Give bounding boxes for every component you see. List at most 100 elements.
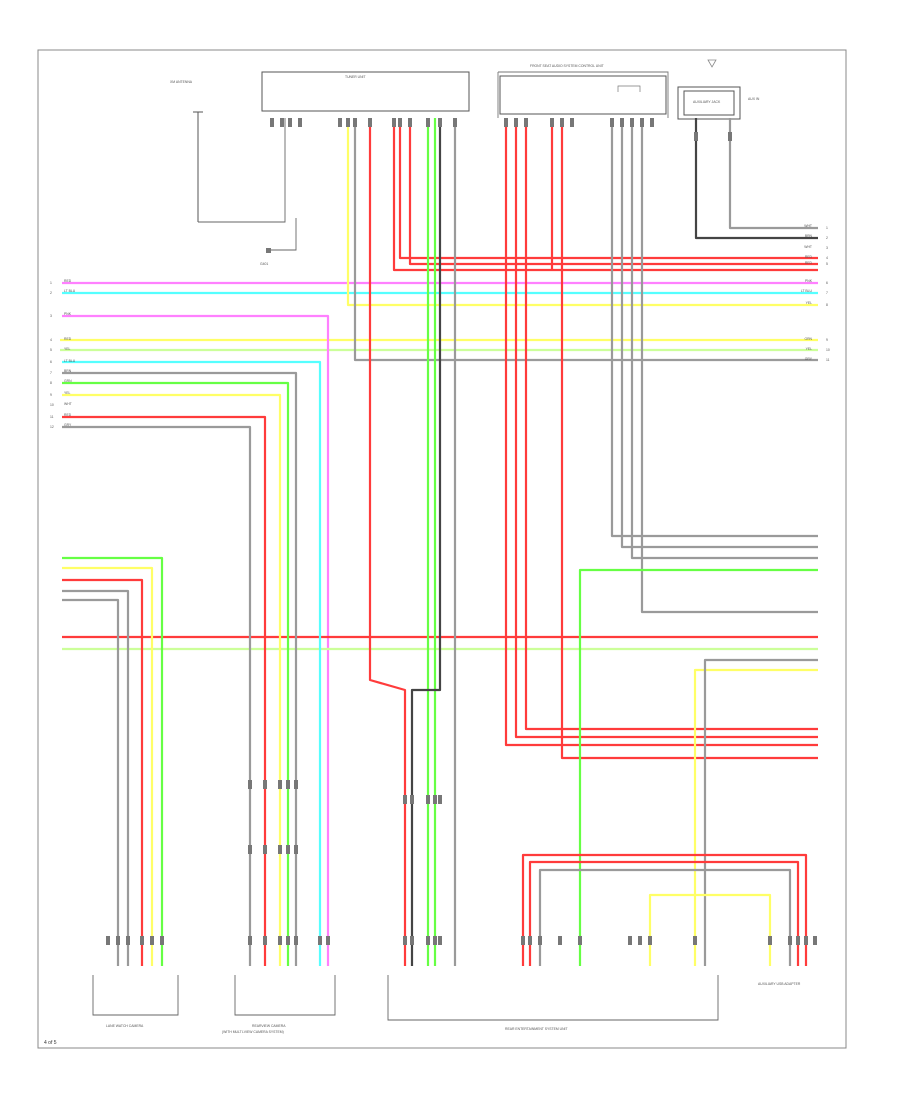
rear-entertainment-unit: REAR ENTERTAINMENT SYSTEM UNIT: [387, 975, 719, 1031]
audio-terminal-3: [524, 118, 528, 127]
right-labels-item: WHT: [804, 245, 812, 249]
wire-gray-au-2: [620, 118, 818, 549]
right-terminal-number: 10: [826, 348, 830, 352]
antenna-symbol: [707, 59, 717, 68]
rearview-camera-mid-terminal-1: [248, 780, 252, 789]
wire-green-rv: [62, 381, 290, 966]
tuner-terminal-9: [392, 118, 396, 127]
right-terminal-number: 7: [826, 291, 828, 295]
wire-red-au-3: [524, 118, 818, 731]
right-terminal-number: 6: [826, 281, 828, 285]
tuner-unit-label: TUNER UNIT: [345, 75, 366, 79]
left-terminal-number: 3: [50, 314, 52, 318]
right-terminal-number: 8: [826, 303, 828, 307]
left-labels-item: GRY: [64, 423, 72, 427]
right-labels-item: WHT: [804, 224, 812, 228]
left-terminal-number: 7: [50, 371, 52, 375]
left-labels-item: PNK: [64, 312, 72, 316]
rearview-camera-mid-terminal-5: [294, 780, 298, 789]
audio-terminal-1: [504, 118, 508, 127]
wire-gray-rv: [62, 371, 298, 966]
satellite-antenna-label: XM ANTENNA: [170, 80, 193, 84]
left-terminal-number: 1: [50, 281, 52, 285]
audio-unit-label: FRONT SEAT AUDIO SYSTEM CONTROL UNIT: [530, 64, 604, 68]
audio-terminal-8: [620, 118, 624, 127]
aux-terminal-2: [728, 132, 732, 141]
left-labels-item: GRN: [64, 379, 72, 383]
right-labels-item: YEL: [806, 347, 813, 351]
rearview-camera-terminal-7: [326, 936, 330, 945]
rearview-camera-terminal-6: [318, 936, 322, 945]
audio-terminal-11: [650, 118, 654, 127]
right-terminal-number: 1: [826, 226, 828, 230]
rear-ent-terminal-3: [426, 936, 430, 945]
rear-ent-right-terminal-4: [558, 936, 562, 945]
left-labels-item: LT BLU: [64, 359, 76, 363]
usb-terminal-2: [788, 936, 792, 945]
right-terminal-number: 4: [826, 256, 828, 260]
rear-ent-right-terminal-9: [693, 936, 697, 945]
rearview-camera-mid2-terminal-5: [294, 845, 298, 854]
lane-watch-camera: LANE WATCH CAMERA: [92, 975, 179, 1028]
audio-terminal-9: [630, 118, 634, 127]
rearview-camera-mid2-terminal-1: [248, 845, 252, 854]
rearview-camera-mid-terminal-3: [278, 780, 282, 789]
rearview-camera-mid2-terminal-3: [278, 845, 282, 854]
left-labels-item: RED: [64, 413, 72, 417]
rearview-camera-mid-terminal-2: [263, 780, 267, 789]
tuner-terminal-7: [353, 118, 357, 127]
tuner-terminal-1: [270, 118, 274, 127]
right-terminal-number: 9: [826, 338, 828, 342]
audio-terminal-10: [640, 118, 644, 127]
rear-ent-terminal-4: [433, 936, 437, 945]
audio-terminal-7: [610, 118, 614, 127]
wire-yellow-re-loop: [648, 893, 772, 966]
rearview-camera-terminal-1: [248, 936, 252, 945]
wire-gray-right: [703, 658, 818, 966]
rearview-camera-mid2-terminal-4: [286, 845, 290, 854]
left-labels-item: BRN: [64, 369, 72, 373]
right-labels-item: RED: [805, 261, 813, 265]
wire-aux-black: [694, 118, 818, 240]
rearview-camera-mid2-terminal-2: [263, 845, 267, 854]
tuner-terminal-3: [288, 118, 292, 127]
aux-terminal-1: [694, 132, 698, 141]
usb-adapter-label: AUXILIARY USB ADAPTER: [758, 982, 801, 986]
rear-ent-right-terminal-6: [628, 936, 632, 945]
auxiliary-unit-label: AUXILIARY JACK: [693, 100, 721, 104]
left-terminal-number: 4: [50, 338, 52, 342]
lane-camera-label: LANE WATCH CAMERA: [106, 1024, 144, 1028]
wire-group: [60, 118, 818, 966]
wire-lightblue-rv: [62, 360, 322, 966]
wire-red-rv: [62, 415, 267, 966]
wire-gray-rv-2: [62, 425, 252, 966]
wire-gray-au-3: [630, 118, 818, 560]
wire-black-tuner-down: [410, 118, 442, 966]
left-labels-item: YEL: [64, 391, 71, 395]
wire-red-bus-3: [392, 118, 818, 272]
wire-yellow-rv: [62, 393, 282, 966]
rear-ent-terminal-2: [410, 936, 414, 945]
tuner-terminal-10: [398, 118, 402, 127]
audio-terminal-4: [550, 118, 554, 127]
rear-entertainment-label: REAR ENTERTAINMENT SYSTEM UNIT: [505, 1027, 568, 1031]
wire-red-lw: [62, 578, 144, 966]
wire-aux-gray: [728, 118, 818, 230]
rear-ent-terminal-5: [438, 936, 442, 945]
rear-ent-mid-terminal-4: [433, 795, 437, 804]
lane-camera-terminal-1: [106, 936, 110, 945]
wire-red-au-5: [560, 118, 818, 760]
rearview-camera-terminal-2: [263, 936, 267, 945]
wire-yellow-right: [693, 668, 818, 966]
tuner-terminal-12: [426, 118, 430, 127]
right-labels-item: YEL: [806, 301, 813, 305]
wire-gray-re-loop: [538, 868, 792, 966]
rear-ent-mid-terminal-2: [410, 795, 414, 804]
rear-ent-right-terminal-2: [528, 936, 532, 945]
tuner-terminal-6: [346, 118, 350, 127]
tuner-terminal-11: [408, 118, 412, 127]
tuner-terminal-5: [338, 118, 342, 127]
wire-gray-lw-2: [62, 598, 120, 966]
